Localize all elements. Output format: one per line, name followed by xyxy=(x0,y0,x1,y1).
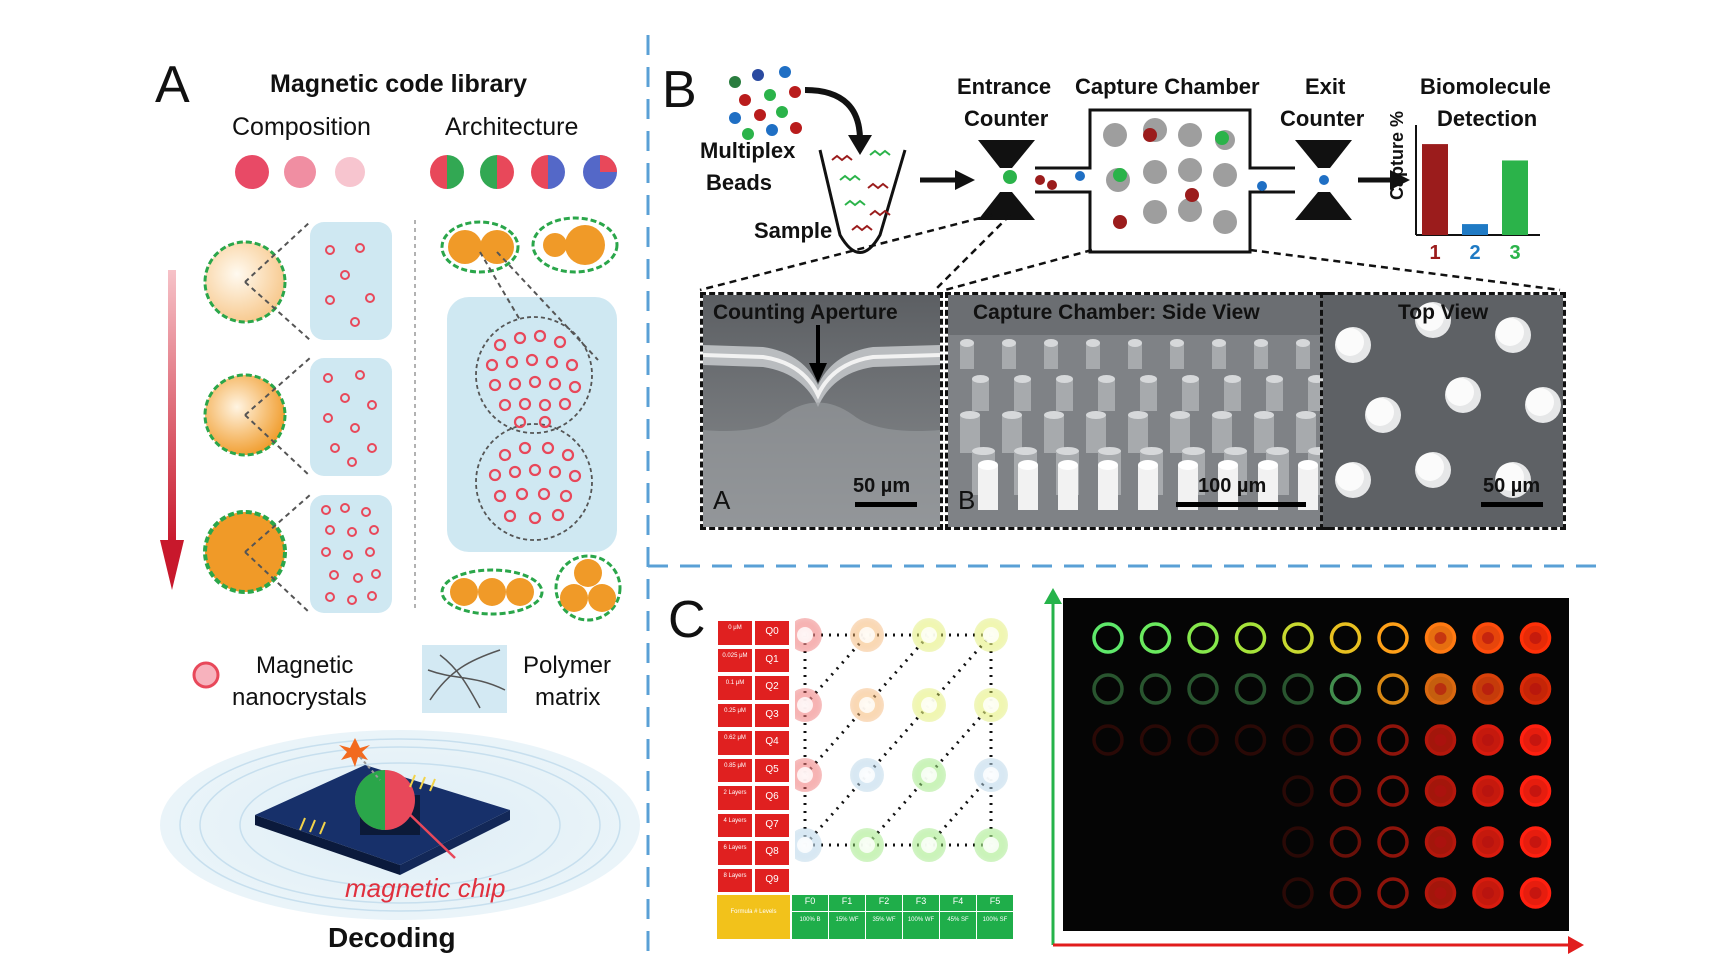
exit-counter-line2: Counter xyxy=(1280,106,1365,131)
table-f-sub: 15% WF xyxy=(829,912,865,939)
table-q-code: Q0 xyxy=(754,620,790,646)
detection-label-line2: Detection xyxy=(1437,106,1538,131)
table-q-code: Q6 xyxy=(754,785,790,811)
capture-tick-2: 2 xyxy=(1469,242,1480,264)
table-f-code: F5 xyxy=(977,895,1013,911)
sem-b-scale-bar xyxy=(1176,502,1306,507)
sem-a-scale-label: 50 µm xyxy=(853,475,911,497)
sem-c-scale-bar xyxy=(1481,502,1543,507)
table-level-cell: 6 Layers xyxy=(717,840,753,866)
sem-counting-aperture: Counting Aperture A 50 µm xyxy=(700,292,943,530)
table-f-sub: 100% B xyxy=(792,912,828,939)
table-q-code: Q8 xyxy=(754,840,790,866)
table-f-code: F3 xyxy=(903,895,939,911)
panel-a-title: Magnetic code library xyxy=(270,70,528,98)
capture-bar-3 xyxy=(1502,160,1528,235)
table-f-sub: 100% WF xyxy=(903,912,939,939)
sem-c-title: Top View xyxy=(1398,301,1489,324)
multiplex-label-line2: Beads xyxy=(706,170,773,195)
table-level-cell: 0.025 μM xyxy=(717,647,753,673)
table-level-cell: 0.1 μM xyxy=(717,675,753,701)
sem-a-scale-bar xyxy=(855,502,917,507)
table-f-sub: 45% SF xyxy=(940,912,976,939)
table-f-code: F1 xyxy=(829,895,865,911)
capture-bar-2 xyxy=(1462,224,1488,235)
table-q-code: Q9 xyxy=(754,867,790,893)
sem-top-view: Top View 50 µm xyxy=(1320,292,1566,530)
table-level-cell: 2 Layers xyxy=(717,785,753,811)
capture-y-axis-label: Capture % xyxy=(1387,110,1407,200)
legend-polymer-line2: matrix xyxy=(535,684,601,711)
sem-c-scale-label: 50 µm xyxy=(1483,475,1541,497)
table-f-sub: 100% SF xyxy=(977,912,1013,939)
table-q-code: Q2 xyxy=(754,675,790,701)
magnetic-code-library-diagram xyxy=(160,155,640,920)
architecture-label: Architecture xyxy=(445,113,579,141)
table-level-cell: 4 Layers xyxy=(717,812,753,838)
table-f-code: F0 xyxy=(792,895,828,911)
table-level-cell: 8 Layers xyxy=(717,867,753,893)
composition-label: Composition xyxy=(232,113,371,141)
capture-chamber-label: Capture Chamber xyxy=(1075,74,1260,99)
sem-b-scale-label: 100 µm xyxy=(1198,475,1267,497)
sample-label: Sample xyxy=(754,218,833,243)
capture-bar-chart: 1 2 3 xyxy=(1415,125,1540,264)
table-f-code: F4 xyxy=(940,895,976,911)
code-grid-diagram xyxy=(795,618,1008,862)
panel-a-letter: A xyxy=(155,56,190,114)
capture-tick-3: 3 xyxy=(1509,242,1520,264)
panel-b-letter: B xyxy=(662,61,697,119)
decoding-label: Decoding xyxy=(328,922,456,953)
table-f-code: F2 xyxy=(866,895,902,911)
entrance-counter-line1: Entrance xyxy=(957,74,1052,99)
table-q-code: Q1 xyxy=(754,647,790,673)
table-f-sub: 35% WF xyxy=(866,912,902,939)
magnetic-chip-label: magnetic chip xyxy=(345,873,506,903)
exit-counter-line1: Exit xyxy=(1305,74,1346,99)
sem-b-letter: B xyxy=(958,485,976,515)
table-level-cell: 0.25 μM xyxy=(717,702,753,728)
entrance-counter-line2: Counter xyxy=(964,106,1049,131)
table-level-cell: 0 μM xyxy=(717,620,753,646)
table-level-cell: 0.62 μM xyxy=(717,730,753,756)
detection-label-line1: Biomolecule xyxy=(1420,74,1551,99)
table-q-code: Q4 xyxy=(754,730,790,756)
legend-nanocrystals-line2: nanocrystals xyxy=(232,684,367,711)
multiplex-label-line1: Multiplex xyxy=(700,138,796,163)
sem-a-title: Counting Aperture xyxy=(713,301,898,324)
sem-b-title: Capture Chamber: Side View xyxy=(973,301,1260,324)
capture-tick-1: 1 xyxy=(1429,242,1440,264)
fluorescence-array xyxy=(1063,598,1569,931)
table-level-cell: 0.85 μM xyxy=(717,757,753,783)
sem-a-letter: A xyxy=(713,485,731,515)
table-q-code: Q7 xyxy=(754,812,790,838)
table-q-code: Q3 xyxy=(754,702,790,728)
table-corner-cell: Formula # Levels xyxy=(717,895,790,939)
legend-nanocrystals-line1: Magnetic xyxy=(256,652,354,679)
capture-bar-1 xyxy=(1422,144,1448,235)
legend-polymer-line1: Polymer xyxy=(523,652,612,679)
sem-capture-chamber-side: Capture Chamber: Side View B 100 µm xyxy=(945,292,1331,530)
panel-c-letter: C xyxy=(668,591,706,649)
table-q-code: Q5 xyxy=(754,757,790,783)
